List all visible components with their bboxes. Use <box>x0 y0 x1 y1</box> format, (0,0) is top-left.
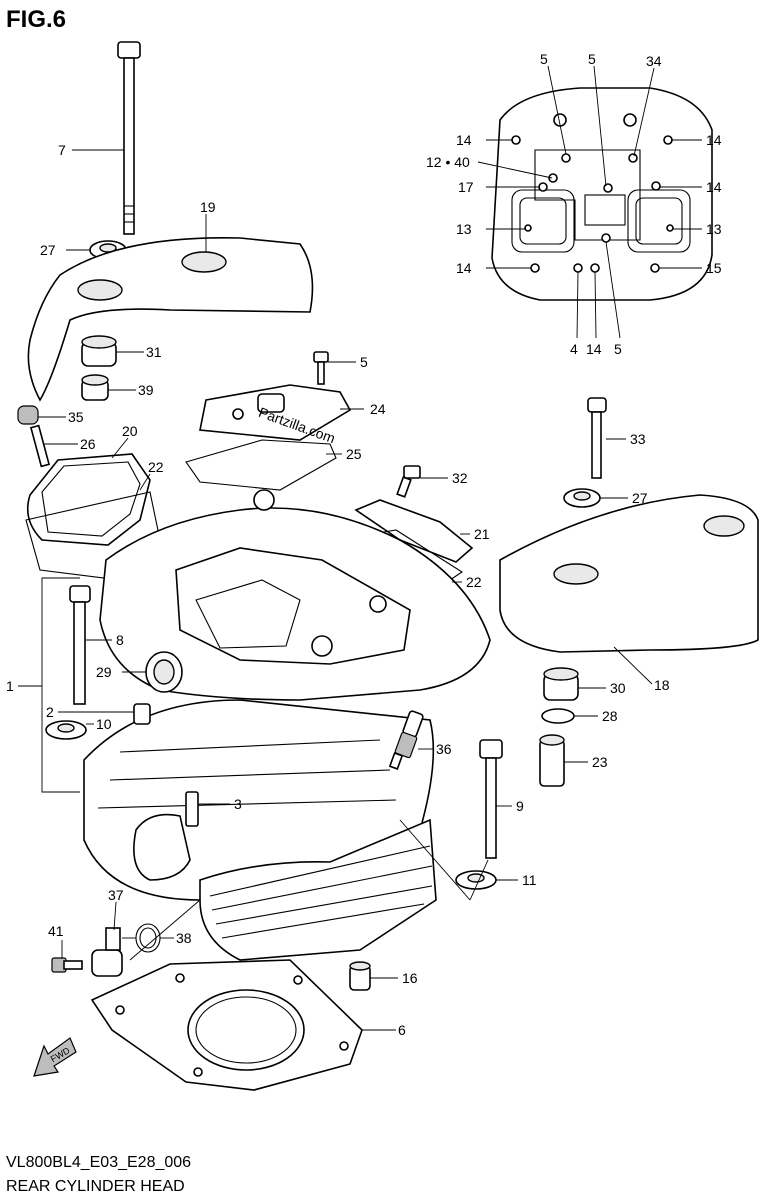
washer-11 <box>455 870 497 890</box>
callout-39: 39 <box>138 382 154 398</box>
callout-30: 30 <box>610 680 626 696</box>
grommet-31 <box>81 335 117 367</box>
collar-39 <box>81 374 109 401</box>
assembly-bracket <box>18 577 80 793</box>
callout-16: 16 <box>402 970 418 986</box>
bolt-5-center <box>313 351 329 385</box>
stud-26 <box>29 424 51 468</box>
callout-24: 24 <box>370 401 386 417</box>
callout-13: 13 <box>706 221 722 237</box>
callout-14: 14 <box>706 179 722 195</box>
forward-arrow: FWD <box>33 1037 77 1077</box>
callout-29: 29 <box>96 664 112 680</box>
callout-5: 5 <box>588 51 596 67</box>
rear-cover-19 <box>27 236 314 402</box>
callout-27: 27 <box>40 242 56 258</box>
dowel-2 <box>133 703 151 725</box>
callout-labels: 5 5 34 14 14 12 • 40 17 14 13 13 14 15 4… <box>6 51 722 1038</box>
head-top-view-inset <box>491 87 713 301</box>
figure-title: FIG.6 <box>6 6 67 33</box>
callout-41: 41 <box>48 923 64 939</box>
callout-22: 22 <box>466 574 482 590</box>
callout-18: 18 <box>654 677 670 693</box>
figure-name: REAR CYLINDER HEAD <box>6 1178 185 1195</box>
dowel-16 <box>349 961 371 991</box>
bolt-41 <box>51 957 83 973</box>
callout-31: 31 <box>146 344 162 360</box>
callout-32: 32 <box>452 470 468 486</box>
callout-13: 13 <box>456 221 472 237</box>
bolt-8 <box>69 585 91 705</box>
callout-6: 6 <box>398 1022 406 1038</box>
callout-14: 14 <box>706 132 722 148</box>
head-bolt-7 <box>117 41 141 235</box>
callout-11: 11 <box>522 872 537 888</box>
callout-38: 38 <box>176 930 192 946</box>
rear-cover-18 <box>499 494 759 653</box>
bolt-33 <box>587 397 607 479</box>
main-leaders <box>38 149 653 1031</box>
callout-5: 5 <box>360 354 368 370</box>
grommet-30 <box>543 667 579 701</box>
callout-35: 35 <box>68 409 84 425</box>
collar-23 <box>539 734 565 787</box>
callout-23: 23 <box>592 754 608 770</box>
head-gasket-6 <box>90 959 363 1091</box>
callout-10: 10 <box>96 716 112 732</box>
gasket-25 <box>185 439 337 491</box>
callout-14: 14 <box>456 132 472 148</box>
callout-28: 28 <box>602 708 618 724</box>
callout-33: 33 <box>630 431 646 447</box>
fitting-37 <box>91 927 123 977</box>
washer-27-right <box>563 488 601 508</box>
callout-17: 17 <box>458 179 474 195</box>
callout-36: 36 <box>436 741 452 757</box>
callout-37: 37 <box>108 887 124 903</box>
bolt-32 <box>396 465 421 498</box>
cap-nut-35 <box>17 405 39 425</box>
cover-24 <box>199 384 352 441</box>
callout-3: 3 <box>234 796 242 812</box>
bolt-9 <box>479 739 503 859</box>
model-code: VL800BL4_E03_E28_006 <box>6 1154 192 1171</box>
washer-10 <box>45 720 87 740</box>
callout-9: 9 <box>516 798 524 814</box>
spark-plug-36 <box>388 710 424 770</box>
callout-4: 4 <box>570 341 578 357</box>
seal-29 <box>145 651 183 693</box>
callout-14: 14 <box>586 341 602 357</box>
callout-8: 8 <box>116 632 124 648</box>
callout-19: 19 <box>200 199 216 215</box>
callout-34: 34 <box>646 53 662 69</box>
callout-26: 26 <box>80 436 96 452</box>
callout-7: 7 <box>58 142 66 158</box>
callout-1: 1 <box>6 678 14 694</box>
callout-5: 5 <box>614 341 622 357</box>
callout-20: 20 <box>122 423 138 439</box>
callout-25: 25 <box>346 446 362 462</box>
callout-5: 5 <box>540 51 548 67</box>
cylinder-head-assembly <box>83 489 491 961</box>
callout-22: 22 <box>148 459 164 475</box>
washer-28 <box>541 708 575 724</box>
cover-20 <box>26 453 151 546</box>
callout-2: 2 <box>46 704 54 720</box>
callout-14: 14 <box>456 260 472 276</box>
callout-15: 15 <box>706 260 722 276</box>
stud-3 <box>185 791 199 827</box>
o-ring-38 <box>135 923 161 953</box>
inset-leaders <box>477 65 702 339</box>
callout-27: 27 <box>632 490 648 506</box>
callout-12-40: 12 • 40 <box>426 154 470 170</box>
callout-21: 21 <box>474 526 490 542</box>
